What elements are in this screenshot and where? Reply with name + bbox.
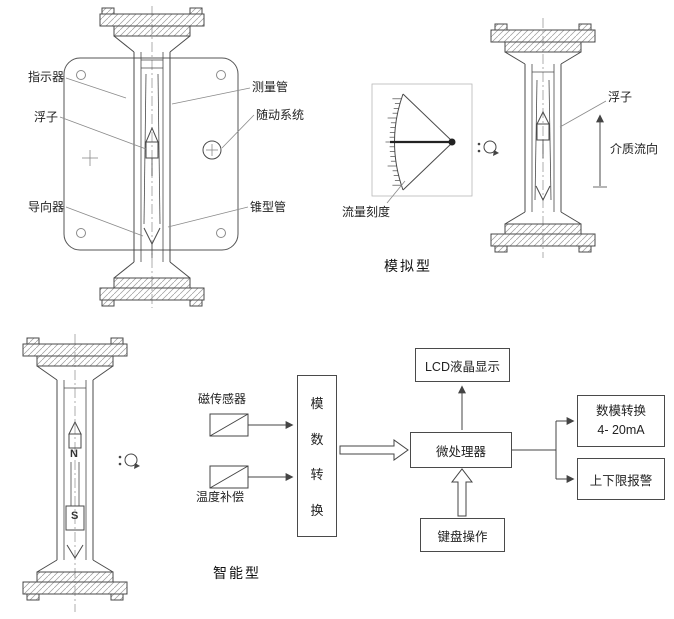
block-microprocessor: 微处理器	[410, 432, 512, 468]
adc-char: 转	[310, 467, 324, 483]
label-magnetic-sensor: 磁传感器	[198, 392, 247, 406]
meter-analog-drawing	[490, 18, 607, 258]
label-float-analog: 浮子	[608, 90, 633, 104]
adc-char: 数	[310, 431, 324, 447]
label-guide: 导向器	[28, 200, 65, 214]
label-magnet-n: N	[70, 448, 78, 460]
label-follow-system: 随动系统	[256, 108, 305, 122]
block-alarm: 上下限报警	[577, 458, 665, 500]
label-magnet-s: S	[71, 510, 79, 522]
block-diagram-linework	[209, 385, 575, 517]
adc-char: 换	[310, 503, 324, 519]
block-keyboard: 键盘操作	[420, 518, 505, 552]
adc-char: 模	[310, 395, 324, 411]
block-dac: 数模转换 4- 20mA	[577, 395, 665, 447]
block-dac-line1: 数模转换	[595, 404, 646, 419]
label-indicator: 指示器	[28, 70, 65, 84]
label-temperature-compensation: 温度补偿	[196, 490, 245, 504]
rotation-icon	[118, 453, 140, 469]
meter-smart-drawing	[22, 334, 128, 612]
section-leader-lines	[59, 77, 255, 237]
block-lcd-display: LCD液晶显示	[415, 348, 510, 382]
label-flow-direction: 介质流向	[610, 142, 659, 156]
adc-to-mcu-arrow	[339, 439, 409, 461]
rotation-icon	[477, 140, 499, 156]
label-measuring-tube: 测量管	[252, 80, 289, 94]
keyboard-to-mcu-arrow	[450, 468, 474, 517]
block-dac-line2: 4- 20mA	[597, 423, 645, 437]
label-smart-type: 智能型	[213, 565, 261, 581]
label-flow-scale: 流量刻度	[342, 205, 391, 219]
analog-dial-drawing	[371, 83, 473, 204]
label-analog-type: 模拟型	[384, 258, 432, 274]
label-cone-tube: 锥型管	[250, 200, 287, 214]
label-float-section: 浮子	[34, 110, 59, 124]
meter-section-drawing	[59, 6, 255, 308]
block-adc: 模 数 转 换	[297, 375, 337, 537]
